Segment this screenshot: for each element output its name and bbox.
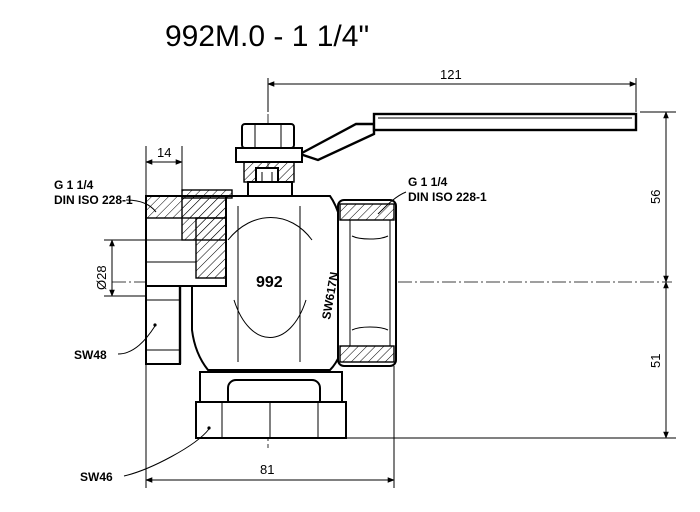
dim-bottom-height: 51: [346, 281, 676, 439]
dim-bottom-height-value: 51: [648, 354, 663, 368]
dim-overall-length: 81: [145, 364, 395, 488]
dim-overall-length-value: 81: [260, 462, 274, 477]
dim-top-height-value: 56: [648, 190, 663, 204]
dim-bore-diameter-value: Ø28: [94, 265, 109, 290]
right-thread-line1: G 1 1/4: [408, 175, 448, 189]
bottom-union: [195, 371, 347, 439]
wrench-size-bottom: SW46: [80, 470, 113, 484]
right-thread-end: [337, 199, 397, 367]
callout-sw48: SW48: [74, 325, 156, 362]
callout-left-thread: G 1 1/4 DIN ISO 228-1: [54, 178, 157, 213]
left-hex-nut: [145, 285, 182, 365]
wrench-size-top: SW48: [74, 348, 107, 362]
left-thread-line2: DIN ISO 228-1: [54, 193, 133, 207]
dim-bore-diameter: Ø28: [94, 239, 196, 297]
callout-right-thread: G 1 1/4 DIN ISO 228-1: [377, 175, 487, 215]
drawing-title: 992M.0 - 1 1/4": [165, 20, 369, 53]
dim-top-height: 56: [640, 111, 676, 283]
dim-thread-length-value: 14: [157, 145, 171, 160]
lever-nut: [235, 123, 303, 163]
stem-section: [243, 161, 295, 197]
dim-lever-length-value: 121: [440, 67, 462, 82]
callout-sw46: SW46: [80, 428, 210, 484]
dim-lever-length: 121: [267, 67, 637, 112]
right-thread-line2: DIN ISO 228-1: [408, 190, 487, 204]
body-marking-left: 992: [256, 274, 283, 291]
lever-handle: [296, 112, 638, 162]
dim-thread-length: 14: [145, 145, 183, 196]
left-thread-line1: G 1 1/4: [54, 178, 94, 192]
left-thread-end: [145, 189, 233, 287]
